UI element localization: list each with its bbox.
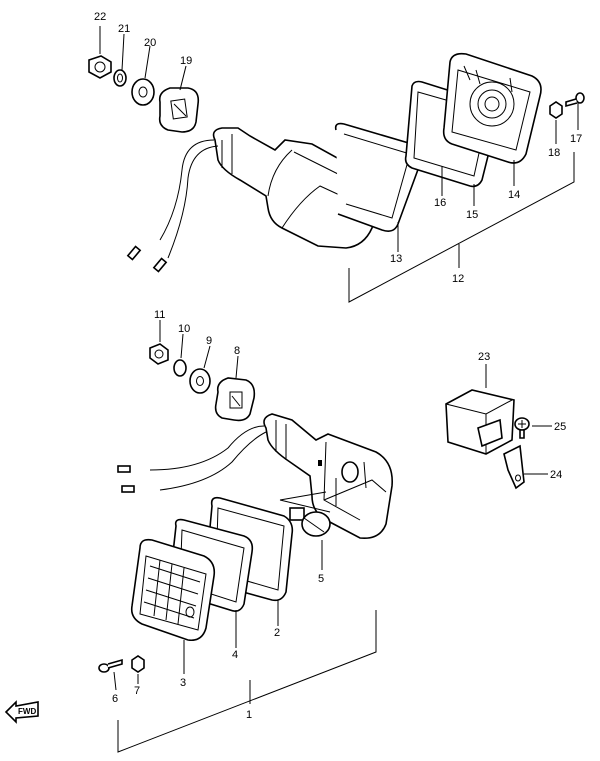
upper-wire [126,139,219,273]
callout-19: 19 [180,55,192,67]
assembly-bracket-12 [348,152,575,303]
callout-16: 16 [434,197,446,209]
callout-14: 14 [508,189,520,201]
lens-14 [442,52,542,164]
screw-25 [514,417,530,439]
cushion-19 [158,87,200,133]
callout-24: 24 [550,469,562,481]
lock-washer-21 [113,69,127,87]
callout-11: 11 [154,309,165,321]
nut-7 [131,655,145,673]
nut-22 [88,55,112,79]
callout-10: 10 [178,323,190,335]
cushion-8 [214,377,256,422]
callout-6: 6 [112,693,118,705]
bulb-5 [289,507,331,537]
lock-washer-10 [173,359,187,377]
callout-5: 5 [318,573,324,585]
callout-3: 3 [180,677,186,689]
relay-assembly [445,364,552,490]
callout-25: 25 [554,421,566,433]
screw-6 [98,658,123,673]
upper-assembly [88,26,585,303]
lower-housing [263,413,393,540]
callout-8: 8 [234,345,240,357]
callout-21: 21 [118,23,130,35]
callout-9: 9 [206,335,212,347]
callout-18: 18 [548,147,560,159]
callout-7: 7 [134,685,140,697]
nut-18 [549,101,563,119]
relay-23 [445,389,515,455]
washer-9 [189,368,211,394]
callout-23: 23 [478,351,490,363]
callout-1: 1 [246,709,252,721]
callout-17: 17 [570,133,582,145]
callout-2: 2 [274,627,280,639]
assembly-bracket-1 [117,610,377,753]
fwd-label: FWD [18,707,36,716]
lower-wire [117,425,267,493]
lower-assembly [98,320,393,753]
callout-labels: 22 21 20 19 13 12 16 15 14 18 17 11 10 9… [94,11,582,721]
washer-20 [131,78,155,106]
callout-4: 4 [232,649,238,661]
bracket-24 [503,444,525,490]
callout-22: 22 [94,11,106,23]
nut-11 [149,343,169,365]
lens-3 [130,538,216,642]
fwd-arrow-icon: FWD [4,700,39,724]
callout-20: 20 [144,37,156,49]
callout-15: 15 [466,209,478,221]
callout-13: 13 [390,253,402,265]
callout-12: 12 [452,273,464,285]
screw-17 [565,92,585,108]
upper-housing [212,127,380,249]
